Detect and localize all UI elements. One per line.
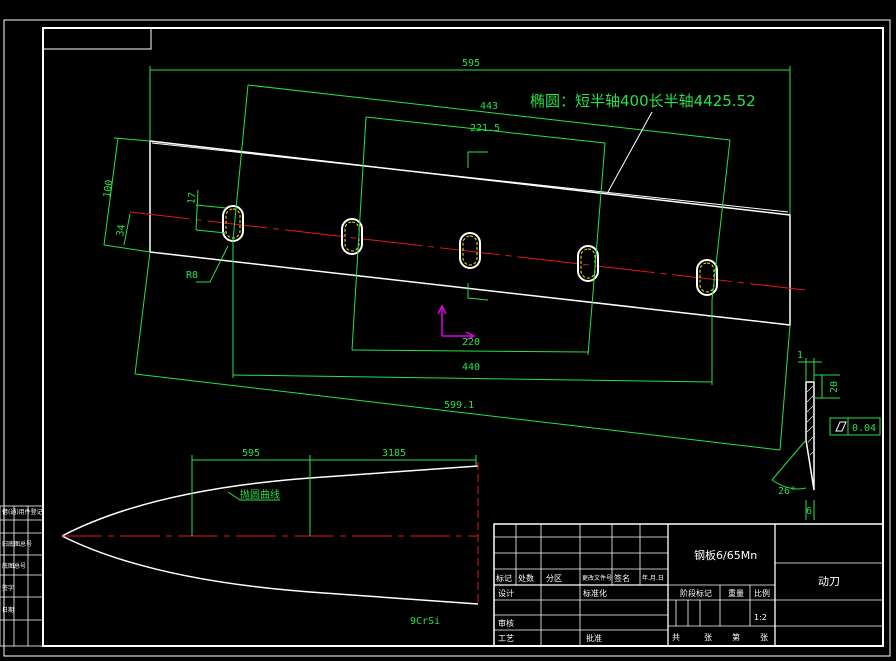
side-table-cell: 借(通)用件登记 [2, 508, 43, 516]
rev-header-cell: 分区 [546, 574, 562, 583]
mounting-slots-inner [225, 208, 715, 293]
rev-header-cell: 标记 [496, 573, 512, 583]
dim-100: 100 [102, 179, 115, 198]
title-review: 审核 [498, 618, 514, 628]
section-hatch [806, 385, 814, 456]
title-part-name: 动刀 [818, 575, 840, 588]
sheet-cell: 张 [704, 633, 712, 642]
dimension-lines [103, 66, 791, 451]
curve-dimensions [191, 455, 477, 536]
side-table-cell: 底图总号 [2, 562, 26, 570]
side-table [0, 505, 44, 647]
dim-34: 34 [115, 224, 128, 237]
title-scale: 1:2 [754, 613, 767, 622]
ucs-icon [437, 304, 476, 341]
dim-599-1: 599.1 [444, 400, 474, 411]
curve-outline [61, 465, 479, 605]
dim-440: 440 [462, 362, 480, 373]
side-table-cell: 日期 [2, 606, 14, 614]
material-note: 9CrSi [410, 616, 440, 627]
title-block [493, 523, 884, 647]
title-process: 工艺 [498, 634, 514, 643]
rev-header-cell: 处数 [518, 573, 534, 583]
title-ratio: 比例 [754, 588, 770, 598]
title-stage-mark: 阶段标记 [680, 588, 712, 598]
dim-221-5: 221.5 [470, 123, 500, 134]
drawing-frame [3, 19, 891, 657]
sheet-cell: 第 [732, 632, 740, 642]
rev-header-cell: 签名 [614, 573, 630, 583]
flatness-icon [835, 421, 847, 432]
title-approve: 批准 [586, 633, 602, 643]
title-material: 钢板6/65Mn [694, 548, 757, 562]
rev-header-cell: 年.月.日 [642, 574, 664, 582]
blade-centerline [129, 211, 806, 291]
section-view [805, 381, 815, 491]
sheet-cell: 共 [672, 633, 680, 642]
ellipse-leader [607, 111, 653, 193]
dim-curve-595: 595 [242, 448, 260, 459]
dim-26deg: 26° [778, 486, 796, 497]
rev-header-cell: 更改文件号 [582, 574, 612, 582]
sheet-cell: 张 [760, 633, 768, 642]
dim-r8: R8 [186, 270, 198, 281]
side-table-cell: 签字 [2, 584, 14, 592]
dim-595: 595 [462, 58, 480, 69]
dim-6: 6 [806, 506, 812, 517]
title-design: 设计 [498, 588, 514, 598]
dim-curve-3185: 3185 [382, 448, 406, 459]
ellipse-note: 椭圆：短半轴400长半轴4425.52 [530, 92, 756, 110]
side-table-cell: 旧底图总号 [2, 540, 32, 548]
dim-220: 220 [462, 337, 480, 348]
dim-20: 20 [829, 381, 840, 393]
dim-1: 1 [797, 350, 803, 361]
curve-label: 抛圆曲线 [240, 488, 280, 501]
dim-17: 17 [186, 192, 199, 205]
mounting-slots [222, 205, 718, 296]
title-weight: 重量 [728, 588, 744, 598]
dim-flatness: 0.04 [852, 423, 876, 434]
section-dimensions [771, 358, 881, 520]
dim-443: 443 [480, 101, 498, 112]
title-standardize: 标准化 [583, 588, 607, 598]
